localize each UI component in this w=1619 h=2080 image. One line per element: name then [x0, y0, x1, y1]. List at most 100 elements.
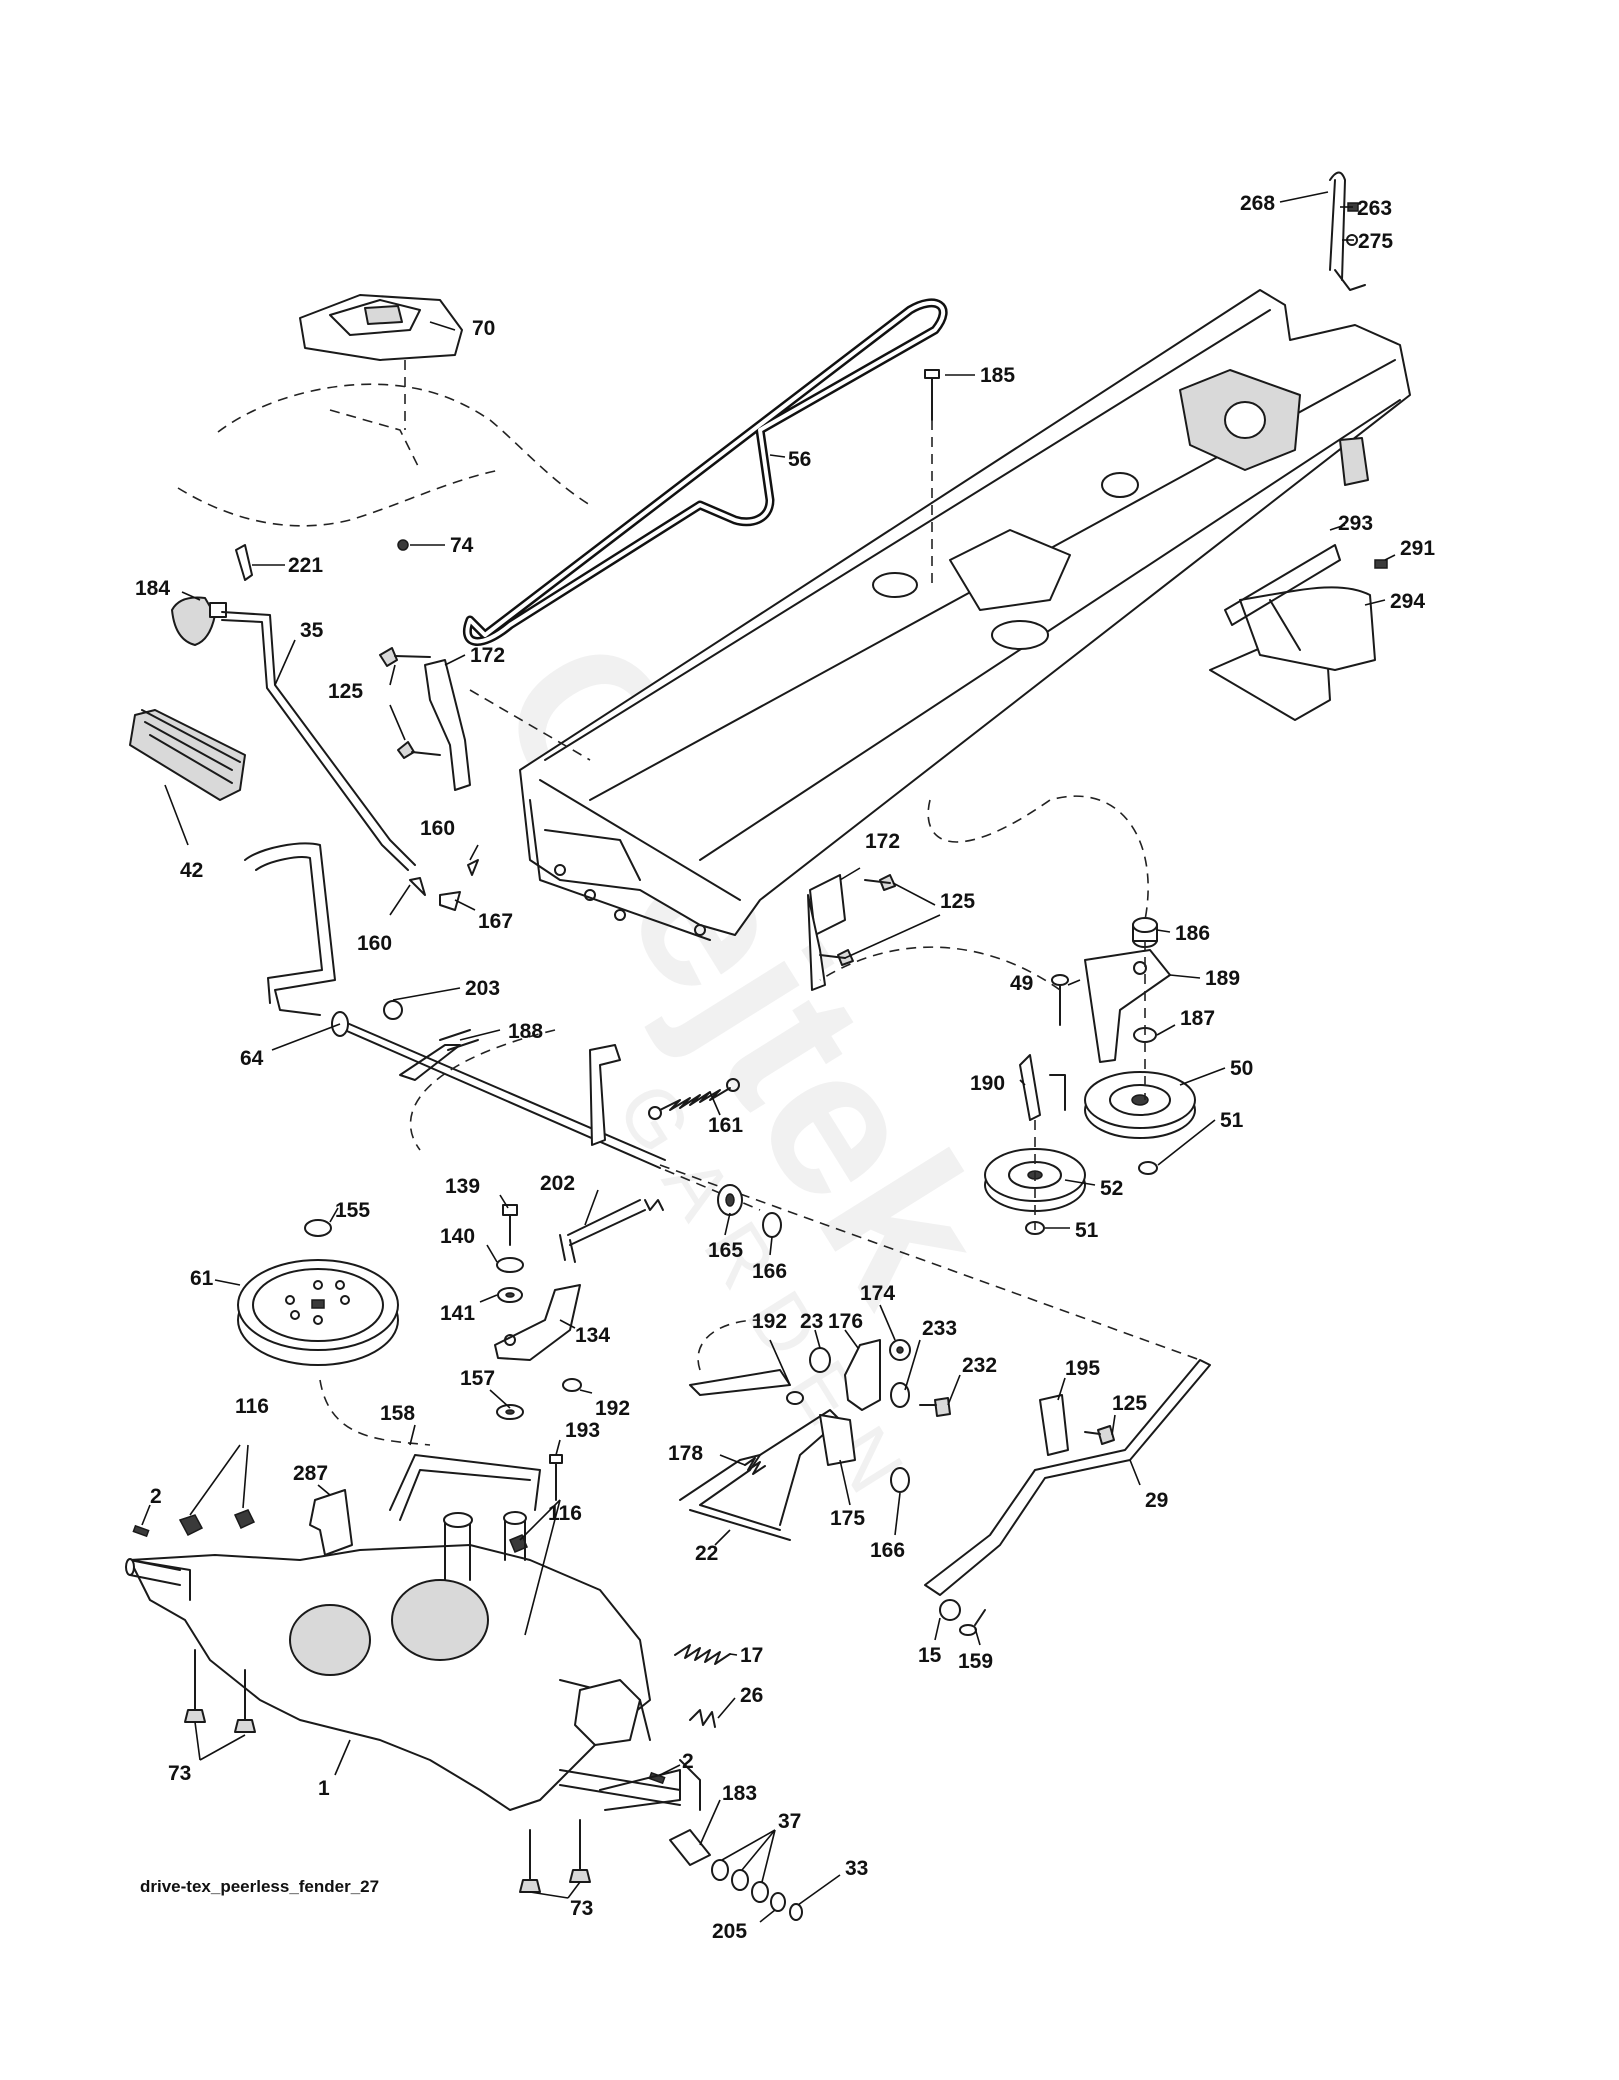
screw-74: [397, 539, 409, 551]
arm-control: [589, 1044, 621, 1146]
label-155: 155: [335, 1199, 370, 1222]
bolt-232: [919, 1397, 951, 1417]
pulley-52: [984, 1148, 1086, 1212]
label-233: 233: [922, 1317, 957, 1340]
ring-155: [304, 1219, 332, 1237]
bushing-186: [1132, 917, 1158, 948]
label-33: 33: [845, 1857, 868, 1880]
pedal-pad-42: [129, 709, 246, 801]
label-158: 158: [380, 1402, 415, 1425]
label-221: 221: [288, 554, 323, 577]
label-192-b: 192: [595, 1397, 630, 1420]
shaft-64: [244, 842, 666, 1169]
diagram-caption: drive-tex_peerless_fender_27: [140, 1877, 379, 1896]
label-125-right: 125: [1112, 1392, 1147, 1415]
pulley-50: [1084, 1071, 1196, 1139]
label-268: 268: [1240, 192, 1275, 215]
spring-178: [744, 1457, 766, 1475]
clip-160-a: [467, 859, 479, 876]
rod-188: [399, 1029, 479, 1081]
chute-294: [1209, 544, 1388, 721]
washer-203: [383, 1000, 403, 1020]
bracket-189: [1084, 949, 1171, 1063]
washer-141: [497, 1287, 523, 1303]
bolts-73-right: [519, 1819, 591, 1893]
label-160-b: 160: [357, 932, 392, 955]
label-17: 17: [740, 1644, 763, 1667]
label-195: 195: [1065, 1357, 1100, 1380]
washer-140: [496, 1257, 524, 1273]
label-2-right: 2: [682, 1750, 694, 1773]
leader-lines: [141, 191, 1396, 1923]
label-15: 15: [918, 1644, 942, 1667]
transaxle-1: [129, 1511, 701, 1811]
label-49: 49: [1010, 972, 1033, 995]
label-189: 189: [1205, 967, 1240, 990]
label-186: 186: [1175, 922, 1210, 945]
label-172-lower: 172: [865, 830, 900, 853]
pin-159: [959, 1609, 986, 1636]
key-2-left: [132, 1524, 150, 1538]
bracket-172-lower: [807, 874, 846, 991]
washer-15: [939, 1599, 961, 1621]
label-125-lower: 125: [940, 890, 975, 913]
label-26: 26: [740, 1684, 763, 1707]
bearing-165: [717, 1184, 743, 1216]
label-141: 141: [440, 1302, 475, 1325]
label-263: 263: [1357, 197, 1392, 220]
bracket-134: [494, 1284, 581, 1361]
label-134: 134: [575, 1324, 610, 1347]
label-157: 157: [460, 1367, 495, 1390]
lever-22: [679, 1454, 791, 1541]
fender-outline: [177, 383, 591, 527]
label-70: 70: [472, 317, 495, 340]
label-183: 183: [722, 1782, 757, 1805]
washer-174: [889, 1339, 911, 1361]
spacer-183: [669, 1829, 711, 1866]
bracket-176: [844, 1339, 881, 1411]
label-202: 202: [540, 1172, 575, 1195]
spring-17: [674, 1644, 731, 1665]
label-23: 23: [800, 1310, 823, 1333]
clip-167: [439, 891, 461, 911]
clip-160-b: [409, 877, 426, 896]
bolt-125-upper: [379, 647, 441, 759]
label-29: 29: [1145, 1489, 1168, 1512]
bushing-23: [809, 1347, 831, 1373]
label-161: 161: [708, 1114, 743, 1137]
rod-202: [559, 1199, 664, 1263]
ring-166-lower: [890, 1467, 910, 1493]
bracket-195: [1039, 1394, 1069, 1456]
axle-right: [559, 1769, 681, 1806]
label-187: 187: [1180, 1007, 1215, 1030]
bracket-158: [389, 1454, 541, 1521]
label-116-left: 116: [235, 1395, 269, 1418]
label-287: 287: [293, 1462, 328, 1485]
label-291: 291: [1400, 537, 1435, 560]
bracket-190: [1019, 1054, 1066, 1121]
label-51-upper: 51: [1220, 1109, 1244, 1132]
shaft-175: [759, 1409, 856, 1526]
label-159: 159: [958, 1650, 993, 1673]
washer-205: [770, 1892, 786, 1912]
label-193: 193: [565, 1419, 600, 1442]
washers-37: [711, 1859, 769, 1903]
washer-157: [496, 1404, 524, 1420]
label-160-a: 160: [420, 817, 455, 840]
label-275: 275: [1358, 230, 1393, 253]
label-232: 232: [962, 1354, 997, 1377]
label-165: 165: [708, 1239, 743, 1262]
label-175: 175: [830, 1507, 865, 1530]
label-35: 35: [300, 619, 324, 642]
label-167: 167: [478, 910, 513, 933]
rod-29: [924, 1359, 1211, 1596]
bracket-287: [309, 1489, 353, 1556]
label-205: 205: [712, 1920, 747, 1943]
bolt-139: [502, 1204, 518, 1246]
bolt-49: [1051, 974, 1069, 1026]
label-51-lower: 51: [1075, 1219, 1099, 1242]
label-52: 52: [1100, 1177, 1123, 1200]
pulley-61: [237, 1259, 399, 1366]
label-293: 293: [1338, 512, 1373, 535]
nut-51-upper: [1138, 1161, 1158, 1175]
